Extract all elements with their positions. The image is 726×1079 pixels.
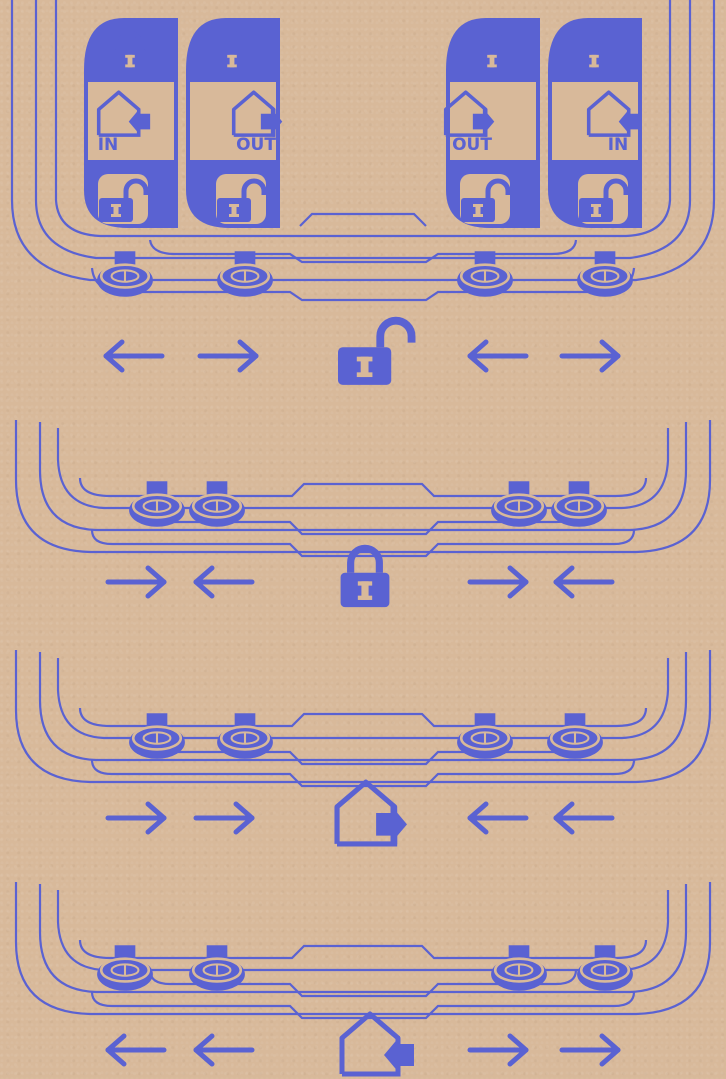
arrow-right-icon (193, 801, 255, 835)
mode-panel-3 (14, 882, 712, 1074)
arrow-left-icon (103, 339, 165, 373)
slider-knob (489, 480, 549, 528)
flap-frame (14, 882, 712, 1020)
slider-knob (187, 480, 247, 528)
mode-panel-2 (14, 650, 712, 844)
arrow-left-icon (193, 1033, 255, 1067)
arrow-right-icon (467, 565, 529, 599)
slider-knob (95, 944, 155, 992)
mode-panel-1 (14, 420, 712, 607)
mode-panels (14, 420, 712, 1074)
label-out-left: OUT (236, 135, 276, 155)
slider-knob (549, 480, 609, 528)
lock-icon (341, 548, 390, 607)
arrow-right-icon (197, 339, 259, 373)
label-in-left: IN (98, 135, 119, 155)
slider-knob (545, 712, 605, 760)
top-panel (10, 0, 716, 385)
arrow-left-icon (467, 801, 529, 835)
slider-knob (215, 712, 275, 760)
arrow-left-icon (553, 801, 615, 835)
label-out-right: OUT (452, 135, 492, 155)
label-in-right: IN (608, 135, 629, 155)
arrow-left-icon (553, 565, 615, 599)
arrow-right-icon (559, 339, 621, 373)
arrow-right-icon (105, 801, 167, 835)
flap-frame (14, 650, 712, 788)
slider-knob (187, 944, 247, 992)
arrow-left-icon (105, 1033, 167, 1067)
arrow-left-icon (193, 565, 255, 599)
unlock-icon (338, 321, 412, 385)
slider-knob (455, 712, 515, 760)
slider-knob (127, 712, 187, 760)
top-frame (10, 0, 716, 302)
arrow-right-icon (105, 565, 167, 599)
enter-house-icon (342, 1014, 414, 1074)
arrow-right-icon (559, 1033, 621, 1067)
exit-house-icon (337, 782, 407, 844)
arrow-right-icon (467, 1033, 529, 1067)
flap-frame (14, 420, 712, 558)
arrow-left-icon (467, 339, 529, 373)
slider-knob (489, 944, 549, 992)
slider-knob (127, 480, 187, 528)
slider-knob (575, 944, 635, 992)
